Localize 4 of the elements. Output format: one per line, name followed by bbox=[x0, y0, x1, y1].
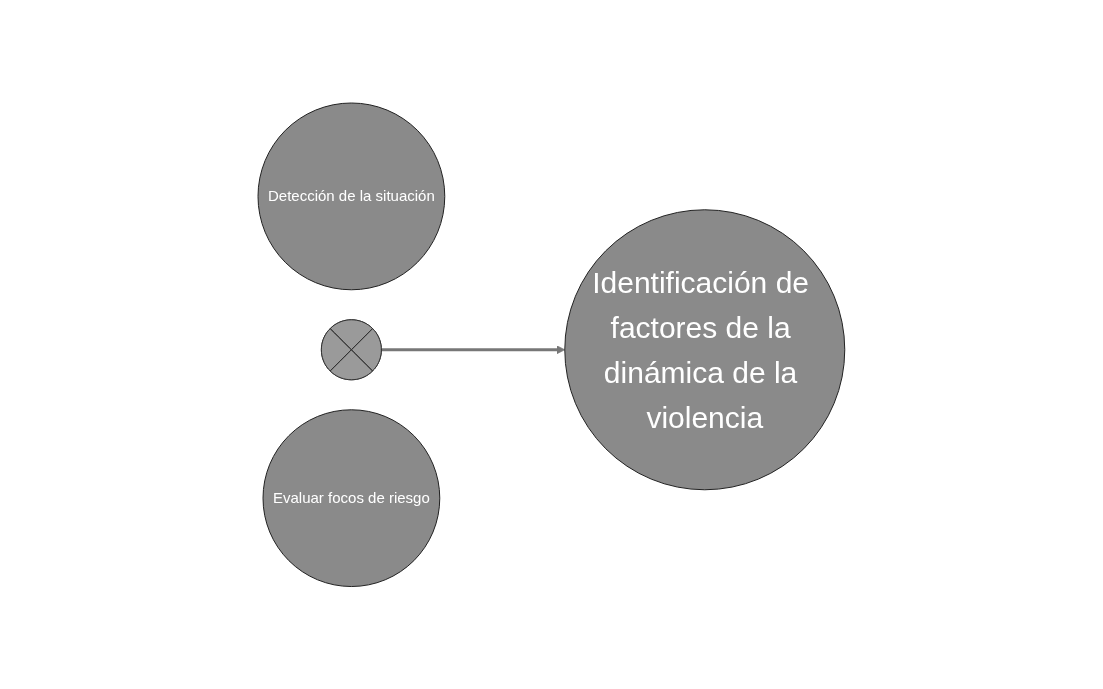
arrow bbox=[381, 345, 566, 354]
node-circle: Evaluar focos de riesgo bbox=[262, 409, 441, 587]
node-circle: Identificación de factores de la dinámica de la violencia bbox=[564, 209, 846, 490]
node-circle: Detección de la situación bbox=[257, 102, 446, 290]
